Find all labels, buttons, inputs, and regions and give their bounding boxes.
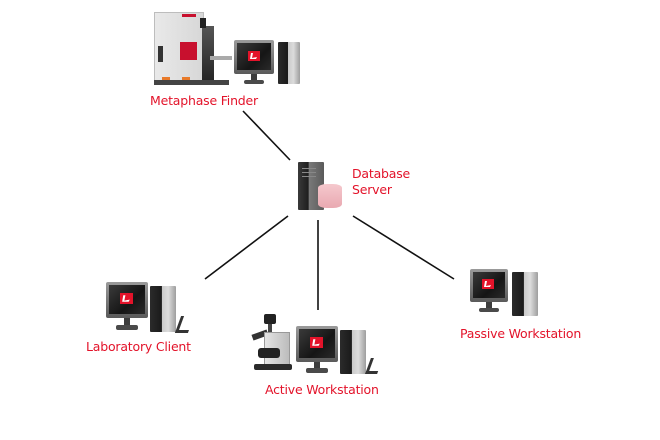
logo-icon — [120, 293, 133, 304]
label-passive-workstation: Passive Workstation — [460, 326, 582, 341]
monitor-icon — [234, 40, 274, 86]
logo-icon — [310, 337, 323, 348]
database-cylinder-icon — [318, 184, 342, 208]
tower-pc-icon — [340, 330, 366, 374]
node-metaphase-finder — [150, 8, 310, 113]
monitor-icon — [296, 326, 338, 374]
label-database-server-line1: Database — [352, 166, 411, 181]
edge-metaphase-to-server — [242, 110, 291, 161]
microscope-icon — [250, 314, 294, 372]
label-active-workstation: Active Workstation — [265, 382, 379, 397]
edge-server-to-passive-ws — [352, 215, 455, 280]
monitor-icon — [106, 282, 148, 332]
tower-pc-icon — [278, 42, 300, 84]
node-passive-workstation — [470, 269, 542, 319]
label-database-server-line2: Server — [352, 182, 392, 197]
label-metaphase-finder: Metaphase Finder — [150, 93, 258, 108]
node-active-workstation — [250, 314, 383, 374]
edge-server-to-lab-client — [204, 215, 289, 280]
scanner-instrument-icon — [154, 12, 232, 88]
tower-pc-icon — [150, 286, 176, 332]
monitor-icon — [470, 269, 508, 315]
node-database-server — [296, 160, 346, 212]
node-laboratory-client — [106, 282, 195, 334]
logo-icon — [482, 279, 494, 289]
logo-icon — [248, 51, 260, 61]
tower-pc-icon — [512, 272, 538, 316]
label-database-server: Database Server — [352, 166, 410, 198]
label-laboratory-client: Laboratory Client — [86, 339, 191, 354]
